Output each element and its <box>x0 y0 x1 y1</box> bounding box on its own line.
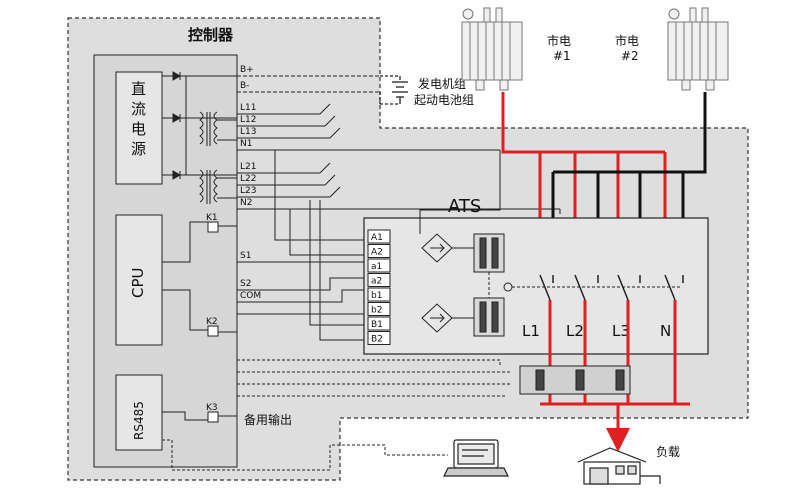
ats-terminal-box-b1 <box>367 316 391 331</box>
ats-title: ATS <box>448 196 481 217</box>
ats-pole-l2: L2 <box>566 322 584 340</box>
controller-terminal-l11: L11 <box>240 103 256 113</box>
controller-terminal-n2: N2 <box>240 198 252 208</box>
diodes <box>162 71 237 180</box>
ats-terminal-box-b2 <box>367 302 391 316</box>
current-transformers <box>519 365 631 395</box>
ats-pole-switches <box>539 274 684 301</box>
ats-pole-l3: L3 <box>612 322 630 340</box>
ats-terminal-a2: A2 <box>371 248 383 258</box>
battery-label: 起动电池组 <box>414 93 474 107</box>
ats-terminal-b1: b1 <box>371 291 382 301</box>
ats-terminal-a1: a1 <box>371 262 382 272</box>
ct-signal-wires <box>237 359 512 397</box>
rs485-box <box>115 374 163 451</box>
controller-title: 控制器 <box>188 26 234 44</box>
ats-terminal-b2: b2 <box>371 306 382 316</box>
transformers <box>199 111 237 204</box>
cpu-box <box>115 214 163 346</box>
terminal-wires <box>237 75 560 210</box>
cpu-label: CPU <box>129 268 147 299</box>
utility-transformer-1-icon <box>461 7 523 91</box>
ats-terminal-box-a1 <box>367 229 391 244</box>
controller-terminal-s2: S2 <box>240 279 251 289</box>
ats-terminal-box-a2 <box>367 273 391 287</box>
controller-terminal-l23: L23 <box>240 186 256 196</box>
ats-box <box>363 217 709 355</box>
rs485-link <box>162 439 448 471</box>
ats-pole-l1: L1 <box>522 322 540 340</box>
ats-terminal-box-a1 <box>367 258 391 273</box>
ats-terminal-a1: A1 <box>371 233 383 243</box>
controller-terminal-l21: L21 <box>240 162 256 172</box>
controller-terminal-com: COM <box>240 291 261 301</box>
laptop-icon <box>443 439 509 477</box>
ats-terminal-box-b1 <box>367 287 391 302</box>
dc-power-box <box>115 71 163 185</box>
relay-contacts <box>162 221 237 423</box>
source1-label: 市电 <box>547 33 571 48</box>
controller-terminal-l13: L13 <box>240 127 256 137</box>
ats-terminal-box-a2 <box>367 244 391 258</box>
ats-terminal-box-b2 <box>367 331 391 345</box>
ats-coils <box>452 233 680 337</box>
controller-terminal-n1: N1 <box>240 139 252 149</box>
controller-ats-wires <box>237 149 561 341</box>
controller-terminal-l22: L22 <box>240 174 256 184</box>
source2-label: 市电 <box>615 33 639 48</box>
source2-number: #2 <box>621 49 639 63</box>
load-label: 负载 <box>656 445 680 459</box>
backup-output-label: 备用输出 <box>244 412 292 427</box>
ats-terminal-b1: B1 <box>371 320 383 330</box>
utility-transformer-2-icon <box>667 7 729 91</box>
dc-power-label: 直 流 电 源 <box>131 80 151 158</box>
source1-number: #1 <box>553 49 571 63</box>
relay-k2: K2 <box>206 317 218 327</box>
generator-battery-symbol <box>379 75 408 105</box>
relay-k3: K3 <box>206 403 218 413</box>
relay-k1: K1 <box>206 213 218 223</box>
ats-pole-n: N <box>660 322 671 340</box>
controller-terminal-l12: L12 <box>240 115 256 125</box>
generator-label: 发电机组 <box>418 76 466 91</box>
controller-terminal-b-: B- <box>240 81 249 91</box>
ats-terminal-a2: a2 <box>371 277 382 287</box>
controller-terminal-b+: B+ <box>240 65 254 75</box>
controller-terminal-s1: S1 <box>240 251 251 261</box>
load-house-icon <box>577 447 661 485</box>
rs485-label: RS485 <box>132 401 146 440</box>
ats-pole-labels: L1 L2 L3 N <box>522 322 671 340</box>
ats-terminal-b2: B2 <box>371 335 383 345</box>
